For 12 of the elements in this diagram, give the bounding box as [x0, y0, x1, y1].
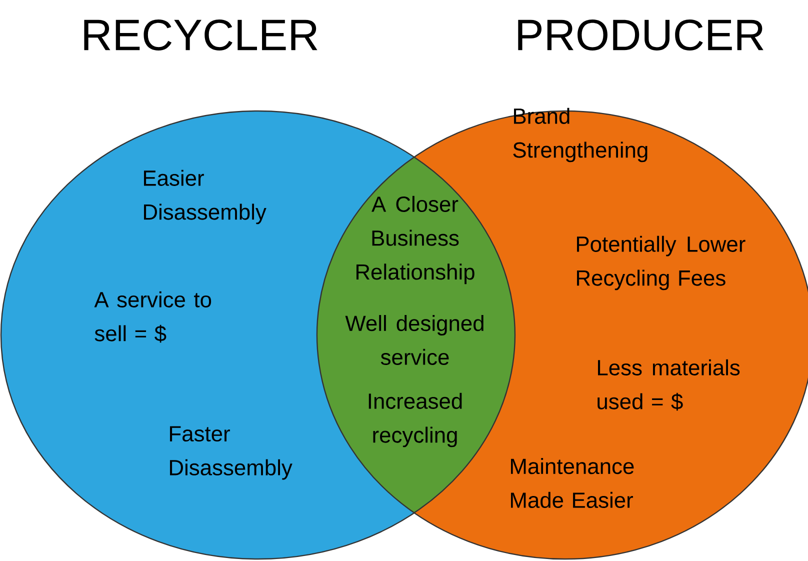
circle-text: Increased recycling: [368, 392, 462, 448]
circle-heading: RECYCLER: [84, 19, 318, 50]
circle-text: Less materials used = $: [598, 359, 740, 411]
circle-text: Faster Disassembly: [170, 426, 292, 480]
circle-heading: PRODUCER: [518, 19, 764, 50]
circle-text: A Closer Business Relationship: [356, 196, 474, 284]
circle-text: Maintenance Made Easier: [511, 458, 634, 508]
circle-text: A service to sell = $: [94, 291, 212, 343]
circle-text: Potentially Lower Recycling Fees: [577, 236, 746, 290]
circle-text: Easier Disassembly: [144, 170, 266, 224]
circle-text: Well designed service: [345, 315, 484, 365]
circle-text: Brand Strengthening: [513, 108, 648, 162]
